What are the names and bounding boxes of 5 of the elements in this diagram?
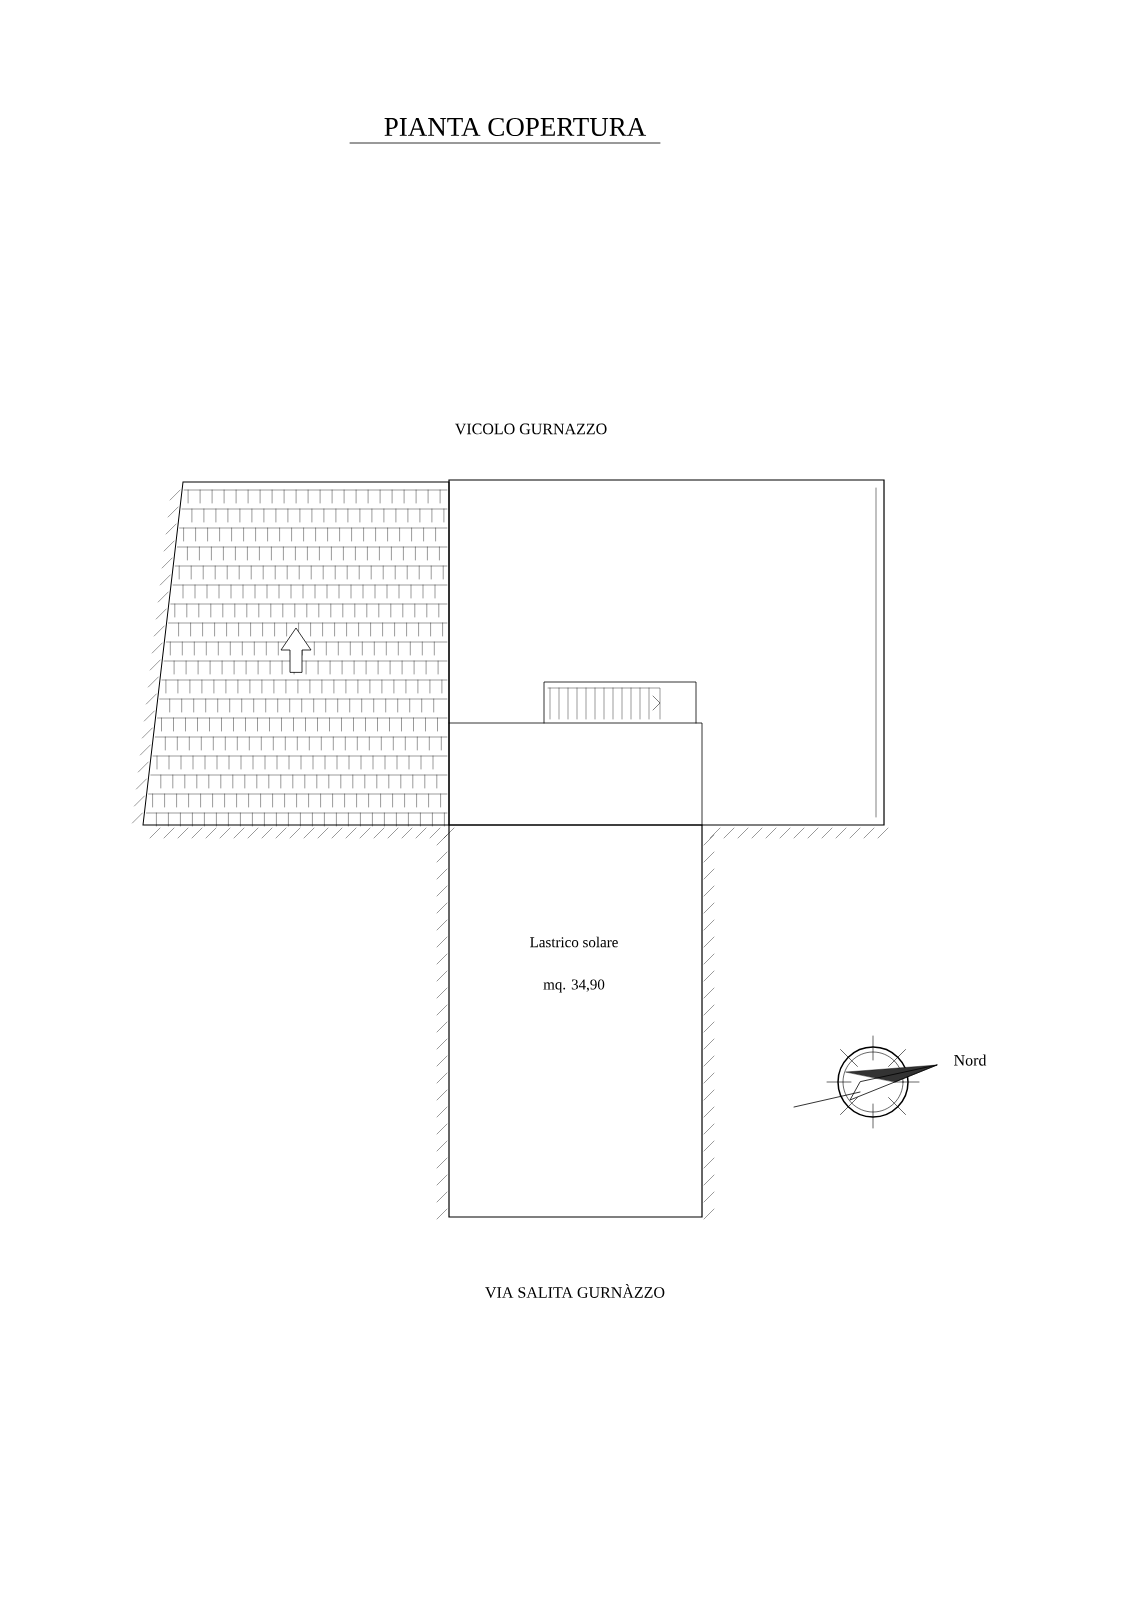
north-label: Nord — [954, 1054, 987, 1066]
street-name: VIA SALITA GURNÀZZO — [485, 1284, 665, 1298]
terrace-area: Lastrico solare mq. 34,90 — [448, 824, 703, 1218]
street-name: VICOLO GURNAZZO — [454, 423, 607, 435]
title: PIANTA COPERTURA — [384, 117, 647, 137]
